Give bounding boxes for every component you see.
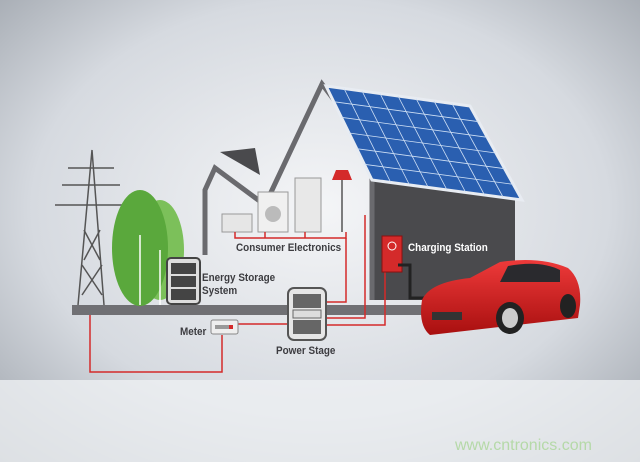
solar-cell-gridline: [348, 132, 497, 154]
refrigerator-icon: [294, 177, 322, 233]
label-energy-storage-1: Energy Storage: [202, 272, 276, 284]
solar-cell-gridline: [364, 163, 514, 185]
power-stage-icon: [287, 287, 327, 341]
label-power-stage: Power Stage: [276, 345, 336, 357]
label-meter: Meter: [180, 326, 207, 338]
power-wires: [89, 215, 386, 373]
trees: [112, 190, 184, 306]
consumer-electronics-icons: [221, 170, 352, 233]
electric-car: [421, 260, 581, 335]
lamp-icon: [332, 170, 352, 180]
meter-icon: [210, 319, 239, 335]
power-pylon-icon: [55, 149, 125, 306]
label-charging-station: Charging Station: [408, 242, 488, 254]
house-outline-left: [202, 164, 267, 255]
charging-station-icon: [381, 235, 428, 300]
label-energy-storage-2: System: [202, 285, 238, 297]
solar-panel: [323, 84, 525, 202]
solar-cell-gridline: [356, 148, 505, 170]
label-consumer-electronics: Consumer Electronics: [236, 242, 342, 254]
roof-piece: [220, 148, 260, 175]
energy-storage-battery-icon: [166, 257, 201, 305]
solar-cell-gridline: [333, 101, 479, 123]
solar-cell-gridline: [341, 116, 488, 138]
microwave-icon: [221, 213, 253, 233]
watermark: www.cntronics.com: [455, 437, 592, 454]
foreground-haze: [0, 380, 640, 462]
charging-cable: [398, 263, 428, 300]
ground-line: [72, 305, 442, 315]
